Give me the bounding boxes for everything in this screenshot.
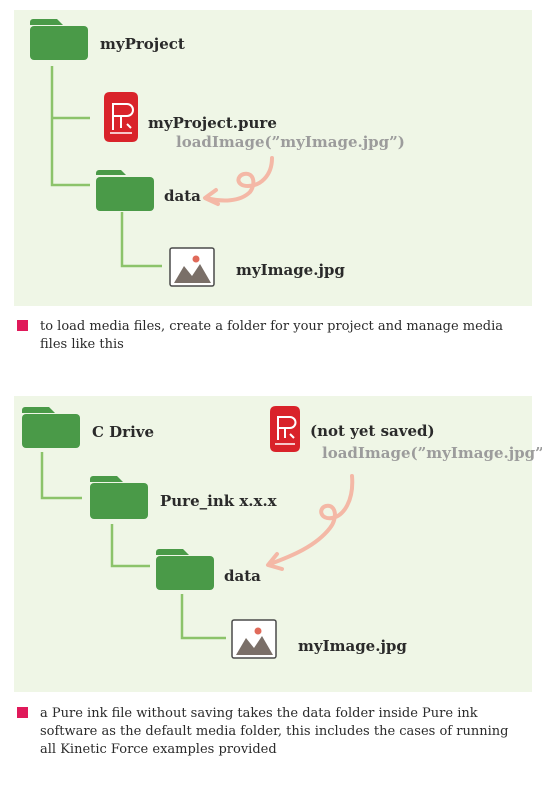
pure-status-label: (not yet saved) [310, 422, 435, 440]
pure-file-label: myProject.pure [148, 114, 277, 132]
folder-icon [90, 476, 148, 519]
image-file-icon [231, 619, 277, 659]
note-text-2: a Pure ink file without saving takes the… [40, 706, 509, 757]
arrow-icon [266, 474, 355, 571]
image-file-icon [169, 247, 215, 287]
pure-file-icon [104, 92, 138, 142]
image-file-label: myImage.jpg [298, 637, 407, 655]
root-folder-label: C Drive [92, 423, 155, 441]
data-folder-label: data [224, 567, 261, 585]
bullet-marker [17, 320, 28, 331]
folder-icon [30, 19, 88, 60]
root-folder-label: myProject [100, 35, 185, 53]
load-image-code: loadImage(”myImage.jpg”) [322, 444, 542, 462]
data-folder-label: data [164, 187, 201, 205]
tree-connectors-2 [40, 452, 226, 640]
app-folder-label: Pure_ink x.x.x [160, 492, 277, 510]
folder-icon [156, 549, 214, 590]
folder-icon [22, 407, 80, 448]
pure-file-icon [270, 406, 300, 452]
bullet-marker [17, 707, 28, 718]
folder-icon [96, 170, 154, 211]
image-file-label: myImage.jpg [236, 261, 345, 279]
arrow-icon [203, 156, 274, 206]
tree-connectors-1 [50, 66, 162, 268]
note-text-1: to load media files, create a folder for… [40, 319, 504, 352]
load-image-code: loadImage(”myImage.jpg”) [176, 133, 405, 151]
